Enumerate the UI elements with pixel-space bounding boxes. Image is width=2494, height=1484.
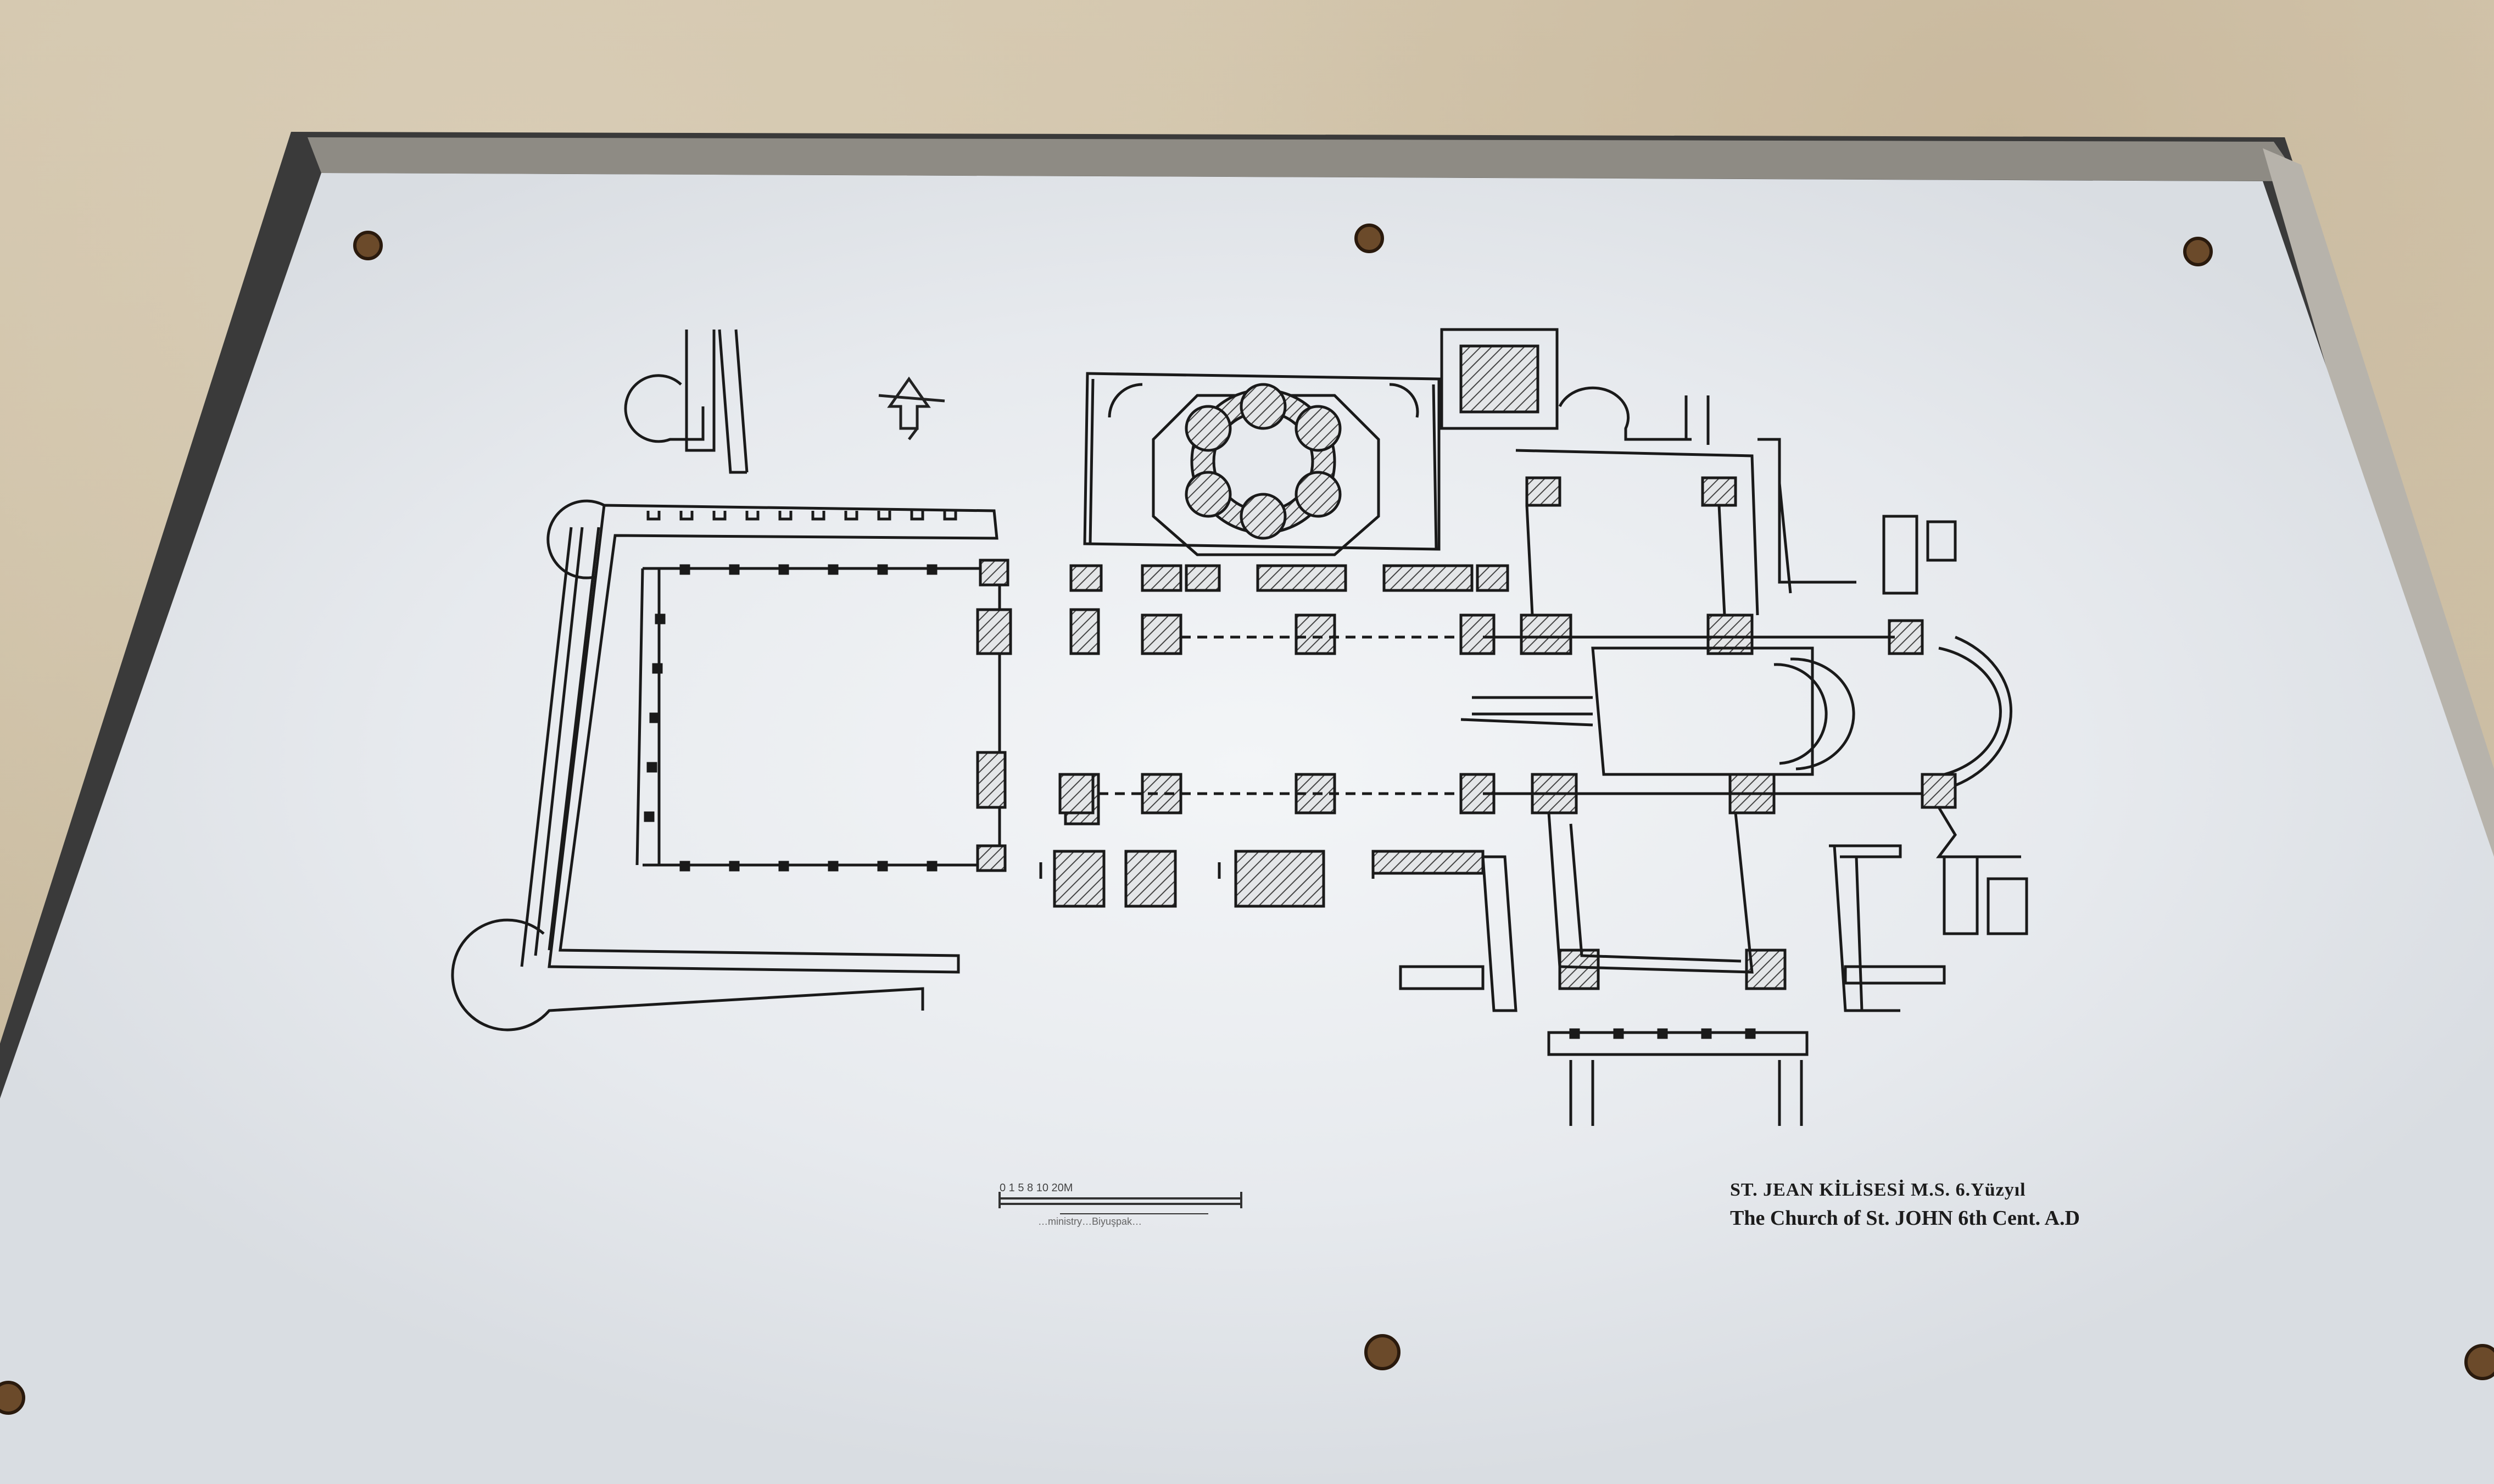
narthex-piers — [976, 559, 1100, 872]
caption-turkish: ST. JEAN KİLİSESİ M.S. 6.Yüzyıl — [1730, 1180, 2026, 1200]
south-portico — [1547, 1031, 1809, 1126]
west-apse-bottom — [451, 918, 924, 1031]
baptistery-enclosure — [1083, 372, 1441, 551]
marble-plate — [0, 173, 2494, 1484]
atrium-wall-line — [520, 527, 600, 967]
nw-structure — [624, 329, 749, 474]
baptistery-font — [1185, 383, 1342, 540]
screw-icon — [0, 224, 2494, 1415]
west-apse-top — [546, 499, 605, 579]
east-annex — [1882, 515, 2028, 935]
nave-piers-south — [1053, 773, 1496, 908]
caption-english: The Church of St. JOHN 6th Cent. A.D — [1730, 1207, 2080, 1230]
atrium-outer-wall — [548, 504, 998, 974]
scale-subtitle: …ministry…Biyuşpak… — [1038, 1216, 1142, 1227]
south-transept — [1547, 812, 1754, 974]
frame-rim — [308, 137, 2301, 181]
east-apse — [1955, 635, 2012, 787]
church-floor-plan — [451, 328, 2028, 1126]
scale-bar — [998, 1192, 1242, 1214]
baptistery-octagon — [1152, 394, 1380, 556]
nave-piers-north — [1069, 564, 1509, 655]
south-nave-wall — [1481, 855, 1517, 1012]
east-nave — [1483, 635, 1922, 795]
north-transept — [1515, 449, 1759, 616]
north-tower — [1440, 328, 1559, 430]
presbytery — [1591, 646, 1814, 776]
north-arrow-icon — [878, 376, 945, 440]
scale-tick-labels: 0 1 5 8 10 20M — [1000, 1182, 1073, 1194]
